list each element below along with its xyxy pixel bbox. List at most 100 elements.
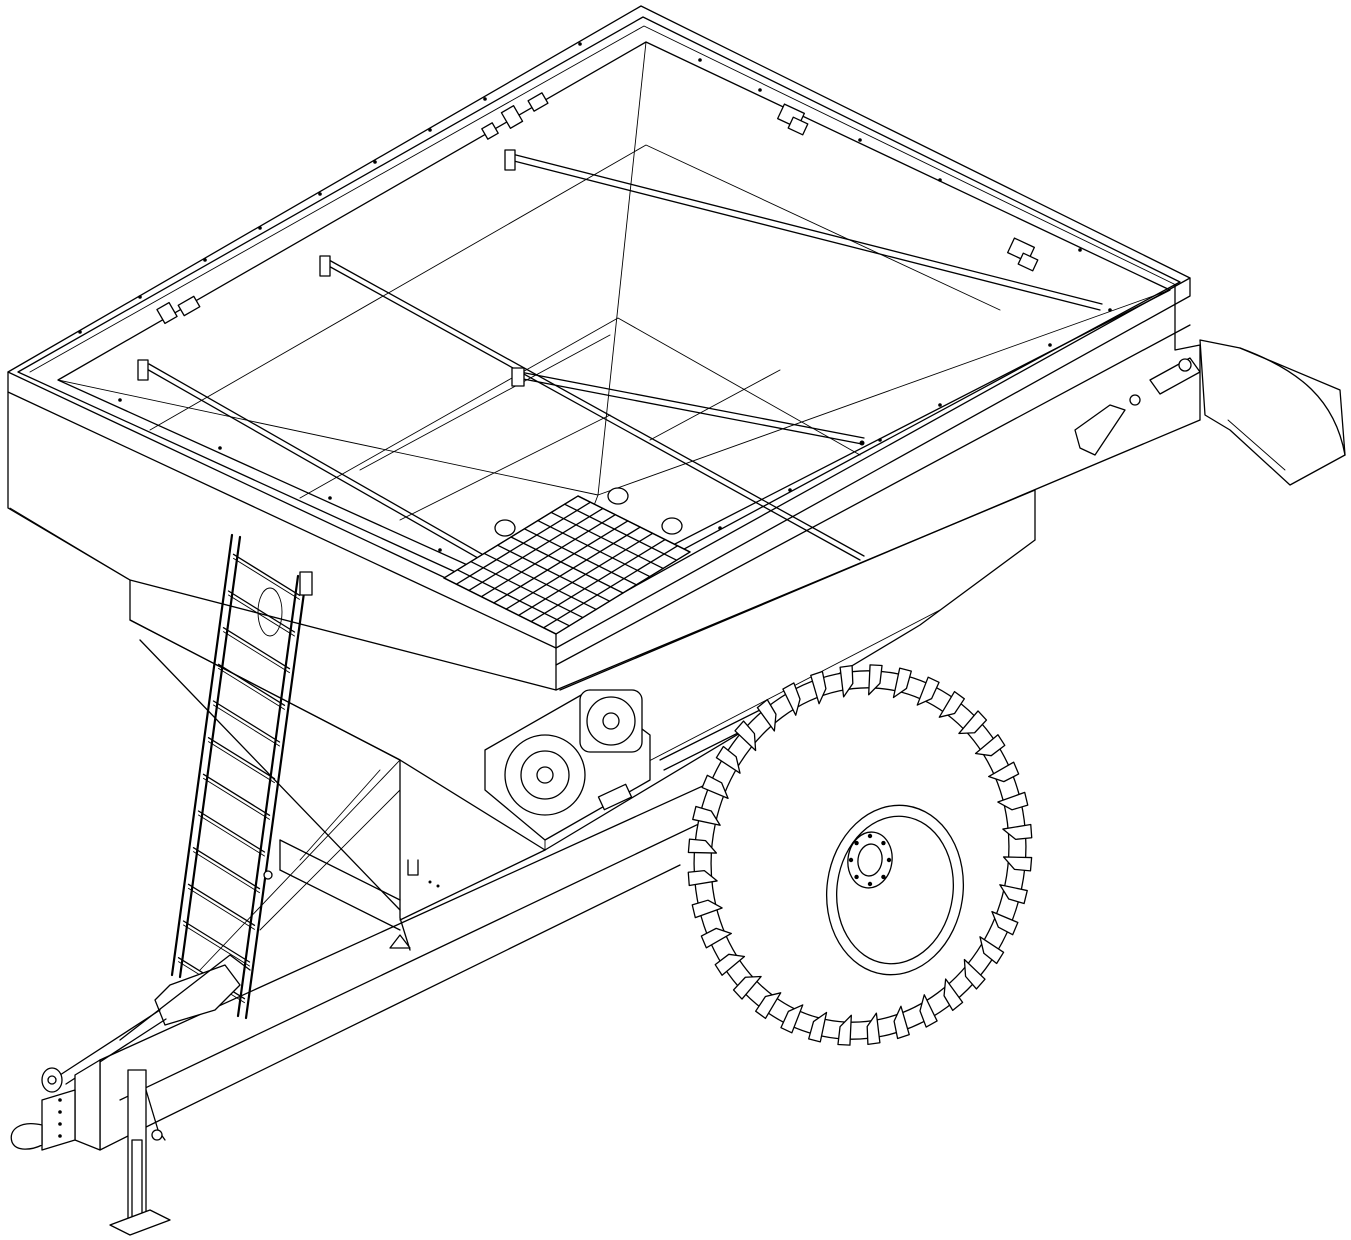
grate-bar <box>470 560 584 619</box>
grate-bar <box>480 514 616 598</box>
lug-nut <box>867 833 873 839</box>
grate-bar <box>483 552 597 611</box>
ladder-rung <box>187 883 256 926</box>
pto-driveline <box>41 954 251 1093</box>
ladder-rung <box>197 810 266 853</box>
auger-tube-and-spout <box>555 284 1346 691</box>
grate-bar <box>496 544 611 602</box>
ladder-rung <box>222 627 291 670</box>
tire-lug <box>714 953 746 976</box>
ladder-rung-edge <box>193 851 260 894</box>
ladder-rung <box>182 920 251 963</box>
tire-lug <box>1002 823 1033 841</box>
lug-nut <box>854 840 859 846</box>
ladder-rung-edge <box>213 704 280 747</box>
ladder-rung-edge <box>208 741 275 784</box>
auger-gearbox-hub <box>484 689 805 841</box>
ladder-rung-edge <box>198 814 265 857</box>
grate-bar <box>577 495 691 553</box>
lug-nut <box>881 840 886 846</box>
center-screen-grate <box>443 487 691 635</box>
tire-lug <box>810 670 827 705</box>
ladder-rung <box>202 773 271 816</box>
tire-lug <box>916 676 940 706</box>
tire-lug <box>692 805 721 826</box>
tire-lug <box>991 910 1019 936</box>
rim-bolts <box>78 42 1112 600</box>
tire-lug <box>997 791 1029 811</box>
tire-lug <box>868 664 883 696</box>
grate-bar <box>542 545 679 629</box>
ladder-rung <box>192 847 261 890</box>
tire-lug <box>974 734 1006 757</box>
ladder-rung <box>217 663 286 706</box>
tire-lug <box>700 927 732 949</box>
grate-bar <box>523 528 638 586</box>
grate-bar <box>443 495 579 579</box>
ladder-rung-edge <box>218 667 285 710</box>
tire-lug <box>893 1005 910 1040</box>
tire-lug <box>1002 856 1033 872</box>
ladder-rung <box>212 700 281 743</box>
ladder-rung-edge <box>228 594 295 637</box>
grate-bar <box>530 538 666 623</box>
lug-nut <box>867 881 873 887</box>
grate-bar <box>468 507 604 592</box>
tire-lug <box>866 1012 881 1046</box>
tire-lug <box>755 992 782 1020</box>
tire-lug <box>999 884 1028 905</box>
tire-and-wheel <box>687 664 1033 1046</box>
tire-lug <box>988 761 1020 783</box>
grate-bar <box>555 551 691 635</box>
lug-nut <box>854 874 859 880</box>
tire-lug <box>732 975 762 1000</box>
tire-lug <box>715 745 741 774</box>
ladder-rung-edge <box>183 924 250 967</box>
ladder-rung <box>207 737 276 780</box>
tire-lug <box>756 698 777 732</box>
tire-lug <box>979 936 1005 965</box>
tire-lug <box>687 869 718 887</box>
tire-lug <box>938 690 965 718</box>
ladder-rung-edge <box>233 557 300 600</box>
tire-lug <box>963 958 986 990</box>
grate-bar <box>443 577 557 635</box>
tire-lug <box>782 682 801 716</box>
ladder-rung-edge <box>188 887 255 930</box>
grate-bar <box>518 532 654 616</box>
grate-bar <box>550 511 664 570</box>
rim-hinge-brackets <box>156 92 1039 325</box>
grate-bar <box>505 526 641 610</box>
grate-bar <box>456 569 571 627</box>
ladder-rung-edge <box>223 631 290 674</box>
tire-lug <box>958 710 988 735</box>
tire-lug <box>943 978 964 1012</box>
grate-bar <box>493 520 629 604</box>
lug-nut <box>886 857 892 863</box>
cross-brace-rods <box>137 149 1103 603</box>
tire-lug <box>919 994 938 1028</box>
grate-bar <box>537 519 651 578</box>
grate-bar <box>563 503 678 561</box>
ladder-rung-edge <box>203 777 270 820</box>
lug-nut <box>881 874 886 880</box>
ladder-rung <box>232 553 301 596</box>
tire-lug <box>808 1011 828 1043</box>
lug-nut <box>848 857 854 863</box>
grate-bar <box>455 501 592 585</box>
tire-lug <box>734 720 757 752</box>
tire-lug <box>701 774 729 800</box>
ladder-rung <box>227 590 296 633</box>
side-ladder <box>170 533 313 1020</box>
tire-lug <box>780 1004 804 1034</box>
tire-lug <box>839 664 854 698</box>
tire-lug <box>691 899 723 919</box>
main-frame-beams <box>99 759 771 1151</box>
tire-lug <box>837 1014 852 1046</box>
tire-lug <box>892 667 912 699</box>
tire-lug <box>687 838 718 854</box>
jack-stand <box>109 1069 171 1236</box>
hitch-clevis <box>10 1059 101 1151</box>
